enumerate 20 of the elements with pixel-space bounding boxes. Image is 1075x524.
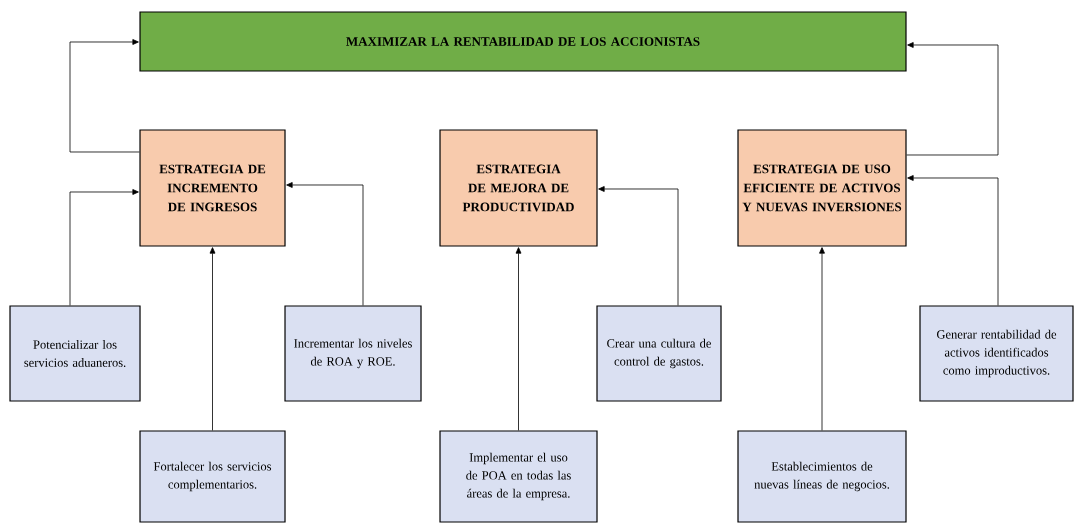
action-box: Fortalecer los servicios complementarios. — [139, 430, 286, 523]
arrow — [906, 42, 999, 156]
action-box: Establecimientos de nuevas líneas de negocios. — [737, 430, 907, 523]
arrow — [69, 39, 140, 153]
strategy-box: ESTRATEGIA DE MEJORA DE PRODUCTIVIDAD — [439, 129, 598, 247]
action-box: Implementar el uso de POA en todas las áreas de la empresa. — [439, 430, 598, 523]
strategy-box: ESTRATEGIA DE USO EFICIENTE DE ACTIVOS Y NUEVAS INVERSIONES — [737, 129, 907, 247]
action-box: Generar rentabilidad de activos identificados como improductivos. — [919, 305, 1074, 402]
arrow — [286, 182, 364, 306]
arrow — [819, 247, 825, 431]
action-box: Potencializar los servicios aduaneros. — [9, 305, 141, 402]
strategy-box: ESTRATEGIA DE INCREMENTO DE INGRESOS — [139, 129, 286, 247]
action-box: Crear una cultura de control de gastos. — [596, 305, 722, 402]
arrow — [209, 247, 216, 431]
goal-box: MAXIMIZAR LA RENTABILIDAD DE LOS ACCIONISTAS — [139, 11, 907, 72]
action-box: Incrementar los niveles de ROA y ROE. — [284, 305, 422, 402]
arrow — [69, 189, 139, 306]
arrow — [598, 186, 679, 306]
arrow — [907, 175, 999, 306]
arrow — [515, 247, 522, 431]
